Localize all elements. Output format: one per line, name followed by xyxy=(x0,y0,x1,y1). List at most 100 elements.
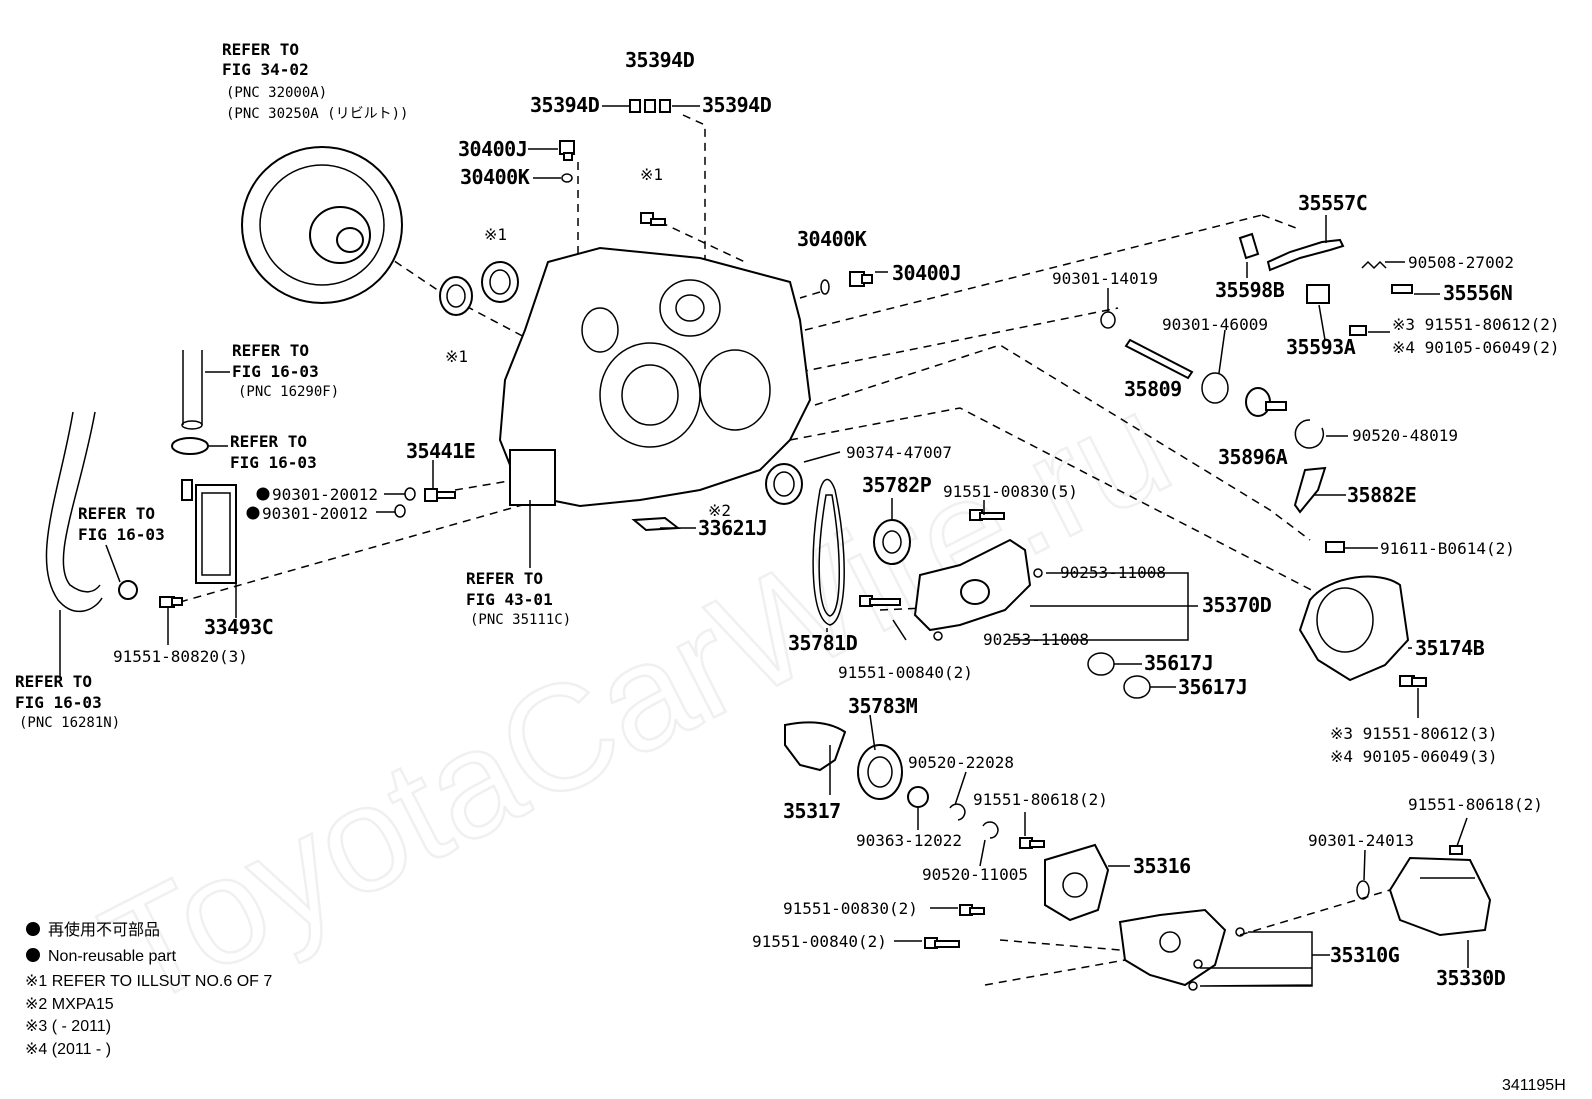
label-35557c: 35557C xyxy=(1298,191,1367,215)
label-90301-24013: 90301-24013 xyxy=(1308,831,1414,850)
part-labels: 35394D 35394D 35394D 30400J 30400K ※1 ※1… xyxy=(113,48,1560,990)
label-90301-14019: 90301-14019 xyxy=(1052,269,1158,288)
sensor-35882e xyxy=(1293,466,1327,514)
ref-line: FIG 34-02 xyxy=(222,60,309,79)
label-35370d: 35370D xyxy=(1202,593,1272,617)
snap-ring-90520-48019 xyxy=(1294,419,1325,449)
label-35174b: 35174B xyxy=(1415,636,1485,660)
bolt-91611 xyxy=(1325,541,1345,553)
label-35809: 35809 xyxy=(1124,377,1182,401)
label-90374-47007: 90374-47007 xyxy=(846,443,952,462)
label-90520-11005: 90520-11005 xyxy=(922,865,1028,884)
label-35330d: 35330D xyxy=(1436,966,1506,990)
clamp-upper xyxy=(171,437,209,455)
ref-line: REFER TO xyxy=(466,569,543,588)
torque-converter xyxy=(241,146,403,304)
bolt-cover xyxy=(1399,675,1427,687)
label-35317: 35317 xyxy=(783,799,841,823)
label-35310g: 35310G xyxy=(1330,943,1400,967)
gear-35783m xyxy=(857,744,903,800)
ref-line: FIG 16-03 xyxy=(230,453,317,472)
bolts-lower-left xyxy=(924,904,985,949)
spring-90508 xyxy=(1361,260,1387,270)
gear-35896a xyxy=(1245,387,1287,417)
bolt-91551-00830 xyxy=(969,509,1005,521)
label-35617j-a: 35617J xyxy=(1144,651,1213,675)
ref-line: REFER TO xyxy=(15,672,92,691)
label-35882e: 35882E xyxy=(1347,483,1416,507)
union-bolt-35441e xyxy=(424,488,456,502)
non-reusable-dot-b xyxy=(246,506,260,520)
hose-upper xyxy=(181,350,203,430)
legend-dot-en xyxy=(26,948,40,962)
label-35556n: 35556N xyxy=(1443,281,1512,305)
bracket-35593a xyxy=(1306,284,1330,304)
o-ring-right xyxy=(820,279,830,295)
bolt-strainer xyxy=(1449,845,1463,855)
figure-code: 341195H xyxy=(1502,1077,1566,1094)
nut-90253 xyxy=(933,568,1043,641)
label-91551-00840-2a: 91551-00840(2) xyxy=(838,663,973,682)
ref-clamp: REFER TO FIG 16-03 xyxy=(230,432,317,472)
bolt-top xyxy=(640,212,666,226)
label-35593a: 35593A xyxy=(1286,335,1356,359)
gaskets-90301-20012 xyxy=(394,487,416,518)
label-91551-00830-5: 91551-00830(5) xyxy=(943,482,1078,501)
bolt-small-right xyxy=(1349,325,1367,336)
legend-note4: ※4 (2011 - ) xyxy=(25,1041,111,1058)
legend-en: Non-reusable part xyxy=(48,948,177,965)
transmission-case xyxy=(498,246,812,508)
label-90301-20012-b: 90301-20012 xyxy=(262,504,368,523)
label-91611-b0614: 91611-B0614(2) xyxy=(1380,539,1515,558)
label-90105-06049-2: ※4 90105-06049(2) xyxy=(1392,338,1560,357)
pump-cover-35316 xyxy=(1044,843,1110,922)
o-ring-35617j xyxy=(1087,652,1151,699)
bolt-35556n xyxy=(1391,284,1413,294)
oil-cooler-33493c xyxy=(181,479,237,584)
ref-line: REFER TO xyxy=(232,341,309,360)
label-90301-20012-a: 90301-20012 xyxy=(272,485,378,504)
label-note2: ※2 xyxy=(708,501,731,520)
label-33493c: 33493C xyxy=(204,615,273,639)
o-ring-90301-14019 xyxy=(1100,311,1116,329)
cap-35394d xyxy=(629,99,671,113)
ref-hose-left: REFER TO FIG 16-03 xyxy=(78,504,165,544)
nuts-35310g xyxy=(1188,927,1245,991)
ref-line: (PNC 16290F) xyxy=(238,384,339,400)
label-30400j-right: 30400J xyxy=(892,261,961,285)
label-90253-11008-a: 90253-11008 xyxy=(1060,563,1166,582)
label-90508-27002: 90508-27002 xyxy=(1408,253,1514,272)
ref-line: FIG 43-01 xyxy=(466,590,553,609)
label-30400k-right: 30400K xyxy=(797,227,867,251)
label-90520-48019: 90520-48019 xyxy=(1352,426,1458,445)
assembly-lines xyxy=(179,114,1391,986)
label-35617j-b: 35617J xyxy=(1178,675,1247,699)
legend-jp: 再使用不可部品 xyxy=(48,921,160,939)
label-91551-00840-2b: 91551-00840(2) xyxy=(752,932,887,951)
oil-pump-body-35370d xyxy=(913,538,1032,632)
oil-seal-1 xyxy=(481,261,519,303)
label-90105-06049-3: ※4 90105-06049(3) xyxy=(1330,747,1498,766)
o-ring-90301-24013 xyxy=(1356,880,1370,900)
ref-line: REFER TO xyxy=(222,40,299,59)
plug-right xyxy=(849,271,873,287)
ref-line: FIG 16-03 xyxy=(232,362,319,381)
ref-hose-bottom: REFER TO FIG 16-03 (PNC 16281N) xyxy=(15,672,120,731)
label-91551-00830-2: 91551-00830(2) xyxy=(783,899,918,918)
ref-line: (PNC 30250A (リビルト)) xyxy=(226,106,408,122)
bolt-91551-00840 xyxy=(859,595,901,607)
label-90520-22028: 90520-22028 xyxy=(908,753,1014,772)
shaft-35809 xyxy=(1124,338,1194,380)
legend-note2: ※2 MXPA15 xyxy=(25,996,114,1013)
label-30400k-top: 30400K xyxy=(460,165,530,189)
ref-line: (PNC 16281N) xyxy=(19,715,120,731)
ref-case: REFER TO FIG 43-01 (PNC 35111C) xyxy=(466,569,571,628)
washer-90363 xyxy=(907,786,929,808)
cover-35174b xyxy=(1298,575,1410,682)
label-note1-c: ※1 xyxy=(445,347,468,366)
label-33621j: 33621J xyxy=(698,516,767,540)
label-35782p: 35782P xyxy=(862,473,932,497)
label-90301-46009: 90301-46009 xyxy=(1162,315,1268,334)
snap-ring-90520-22028 xyxy=(949,803,966,821)
label-91551-80618-a: 91551-80618(2) xyxy=(973,790,1108,809)
